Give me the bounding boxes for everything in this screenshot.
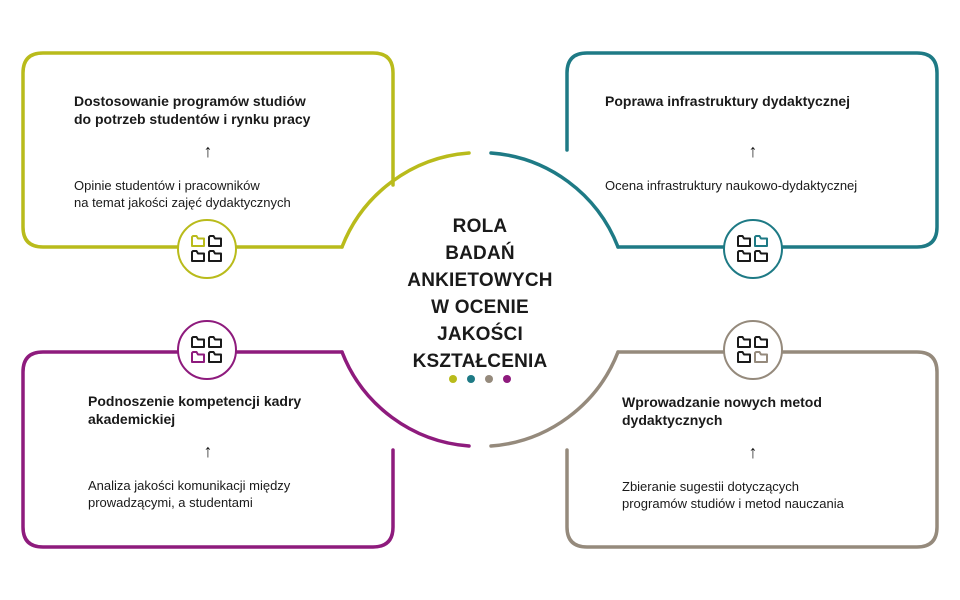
panel-top-left: Dostosowanie programów studiów do potrze…: [74, 92, 374, 211]
panel-description-line: prowadzącymi, a studentami: [88, 495, 253, 510]
up-arrow-icon: ↑: [748, 141, 758, 161]
panel-frame-bottom-left: [21, 350, 395, 549]
panel-title-line: do potrzeb studentów i rynku pracy: [74, 111, 311, 127]
up-arrow-icon: ↑: [203, 141, 213, 161]
panel-title: Podnoszenie kompetencji kadry akademicki…: [88, 392, 378, 428]
up-arrow-icon: ↑: [748, 442, 758, 462]
center-title-line: ROLA: [452, 216, 508, 237]
center-title-line: ANKIETOWYCH: [407, 270, 553, 291]
center-dot: [485, 375, 493, 383]
folders-icon: [723, 219, 783, 279]
panel-description-line: na temat jakości zajęć dydaktycznych: [74, 195, 291, 210]
panel-description-line: programów studiów i metod nauczania: [622, 496, 844, 511]
panel-title: Dostosowanie programów studiów do potrze…: [74, 92, 374, 128]
panel-title: Poprawa infrastruktury dydaktycznej: [605, 92, 915, 110]
panel-description: Opinie studentów i pracowników na temat …: [74, 177, 374, 211]
folders-icon: [723, 320, 783, 380]
center-dot: [449, 375, 457, 383]
panel-description: Ocena infrastruktury naukowo-dydaktyczne…: [605, 177, 915, 194]
up-arrow-icon: ↑: [203, 441, 213, 461]
center-title-line: KSZTAŁCENIA: [412, 351, 548, 372]
center-arc-bottom-left: [340, 350, 471, 448]
center-title-line: BADAŃ: [445, 243, 515, 264]
panel-title-line: akademickiej: [88, 411, 176, 427]
panel-title-line: Dostosowanie programów studiów: [74, 93, 306, 109]
panel-frame-top-left: [21, 51, 395, 249]
panel-title: Wprowadzanie nowych metod dydaktycznych: [622, 393, 922, 429]
panel-description-line: Opinie studentów i pracowników: [74, 178, 260, 193]
center-title-line: W OCENIE: [431, 297, 529, 318]
center-title-line: JAKOŚCI: [437, 324, 523, 345]
panel-bottom-right: Wprowadzanie nowych metod dydaktycznych …: [622, 393, 922, 512]
panel-title-line: Podnoszenie kompetencji kadry: [88, 393, 302, 409]
folders-icon: [177, 320, 237, 380]
panel-title-line: dydaktycznych: [622, 412, 723, 428]
panel-description: Zbieranie sugestii dotyczących programów…: [622, 478, 922, 512]
panel-bottom-left: Podnoszenie kompetencji kadry akademicki…: [88, 392, 378, 511]
center-title: ROLA BADAŃ ANKIETOWYCH W OCENIE JAKOŚCI …: [380, 213, 580, 375]
panel-frame-bottom-right: [565, 350, 939, 549]
center-arc-top-right: [489, 151, 620, 249]
panel-description-line: Analiza jakości komunikacji między: [88, 478, 291, 493]
panel-description: Analiza jakości komunikacji między prowa…: [88, 477, 378, 511]
center-arc-top-left: [340, 151, 471, 249]
panel-top-right: Poprawa infrastruktury dydaktycznej ↑ Oc…: [605, 92, 915, 194]
folders-icon: [177, 219, 237, 279]
panel-description-line: Zbieranie sugestii dotyczących: [622, 479, 800, 494]
panel-description-line: Ocena infrastruktury naukowo-dydaktyczne…: [605, 178, 858, 193]
panel-title-line: Poprawa infrastruktury dydaktycznej: [605, 93, 851, 109]
panel-title-line: Wprowadzanie nowych metod: [622, 394, 822, 410]
center-dot: [467, 375, 475, 383]
center-dot: [503, 375, 511, 383]
center-arc-bottom-right: [489, 350, 620, 448]
panel-frame-top-right: [565, 51, 939, 249]
